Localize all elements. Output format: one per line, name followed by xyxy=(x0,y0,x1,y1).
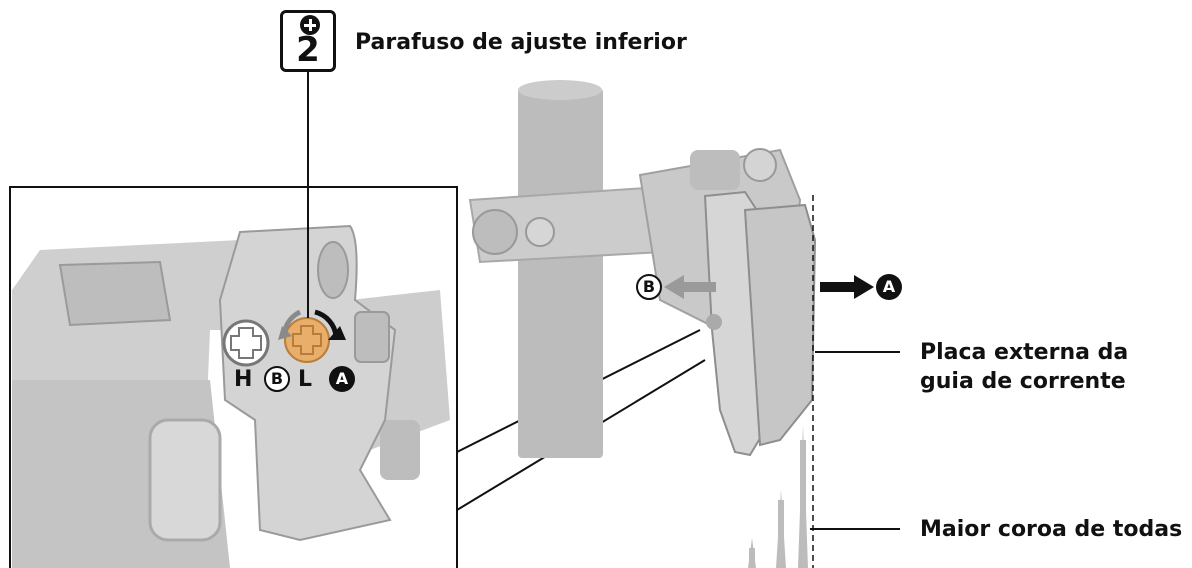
screw-label: Parafuso de ajuste inferior xyxy=(355,30,687,55)
callout-a-inset: A xyxy=(329,366,355,392)
plate-label-line2: guia de corrente xyxy=(920,369,1126,394)
plus-circle-icon xyxy=(300,15,320,35)
plate-label-line1: Placa externa da xyxy=(920,340,1129,365)
h-screw-label: H xyxy=(234,367,253,392)
l-screw-label: L xyxy=(298,367,313,392)
callout-a-main: A xyxy=(876,274,902,300)
main-illustration xyxy=(468,80,874,568)
callout-b-inset: B xyxy=(264,366,290,392)
step-number: 2 xyxy=(296,30,320,70)
callout-b-main: B xyxy=(636,274,662,300)
step-badge: 2 xyxy=(280,10,336,72)
chainring-label: Maior coroa de todas xyxy=(920,517,1183,542)
inset-illustration xyxy=(9,186,458,568)
